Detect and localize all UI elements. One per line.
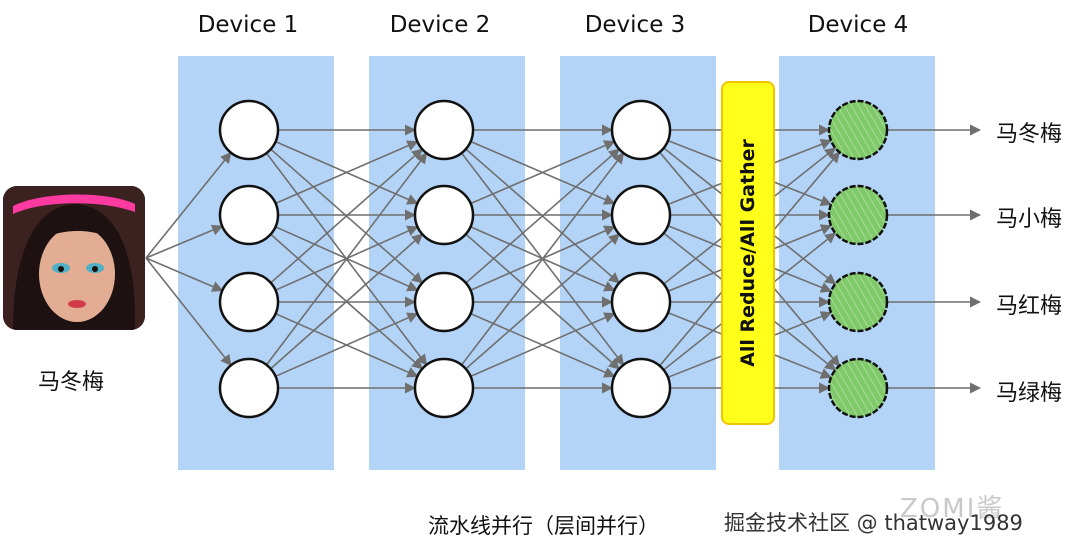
node-d4-4 — [827, 357, 889, 419]
node-d1-2 — [218, 184, 280, 246]
node-d2-2 — [413, 184, 475, 246]
edge-l1-4-3 — [275, 312, 419, 378]
watermark: 掘金技术社区 @ thatway1989 — [724, 511, 1023, 535]
device-2-label: Device 2 — [389, 12, 491, 38]
device-1-label: Device 1 — [197, 12, 299, 38]
node-d2-1 — [413, 99, 475, 161]
edge-l1-4-2 — [270, 233, 424, 370]
output-label-3: 马红梅 — [996, 294, 1063, 319]
input-portrait-image — [3, 186, 145, 330]
device-4-label: Device 4 — [807, 12, 909, 38]
input-edge-2 — [145, 224, 224, 259]
input-label: 马冬梅 — [38, 370, 105, 395]
edge-l1-3-1 — [270, 148, 424, 284]
edge-l2-2-1 — [470, 140, 616, 205]
portrait-illustration — [3, 186, 145, 330]
output-label-2: 马小梅 — [996, 207, 1063, 232]
node-d3-2 — [610, 184, 672, 246]
node-d3-4 — [610, 357, 672, 419]
device-3-label: Device 3 — [584, 12, 686, 38]
output-label-1: 马冬梅 — [996, 122, 1063, 147]
edge-l2-4-2 — [465, 233, 621, 370]
edge-l2-4-1 — [460, 152, 625, 366]
node-d2-3 — [413, 271, 475, 333]
edge-l2-3-1 — [465, 148, 620, 284]
node-d3-3 — [610, 271, 672, 333]
node-d4-1 — [827, 99, 889, 161]
node-d3-1 — [610, 99, 672, 161]
edge-l1-4-1 — [265, 152, 428, 366]
input-edge-3 — [145, 257, 224, 292]
nodes — [218, 99, 889, 419]
edge-l1-2-1 — [275, 140, 419, 205]
node-d1-3 — [218, 271, 280, 333]
caption: 流水线并行（层间并行） — [428, 514, 659, 538]
all-reduce-block: All Reduce/All Gather — [721, 81, 775, 425]
input-edge-4 — [145, 257, 232, 367]
node-d1-1 — [218, 99, 280, 161]
node-d4-3 — [827, 271, 889, 333]
edge-l2-4-3 — [470, 312, 616, 378]
output-label-4: 马绿梅 — [996, 381, 1063, 406]
node-d2-4 — [413, 357, 475, 419]
node-d4-2 — [827, 184, 889, 246]
input-edge-1 — [145, 151, 232, 259]
node-d1-4 — [218, 357, 280, 419]
all-reduce-label: All Reduce/All Gather — [737, 139, 759, 367]
